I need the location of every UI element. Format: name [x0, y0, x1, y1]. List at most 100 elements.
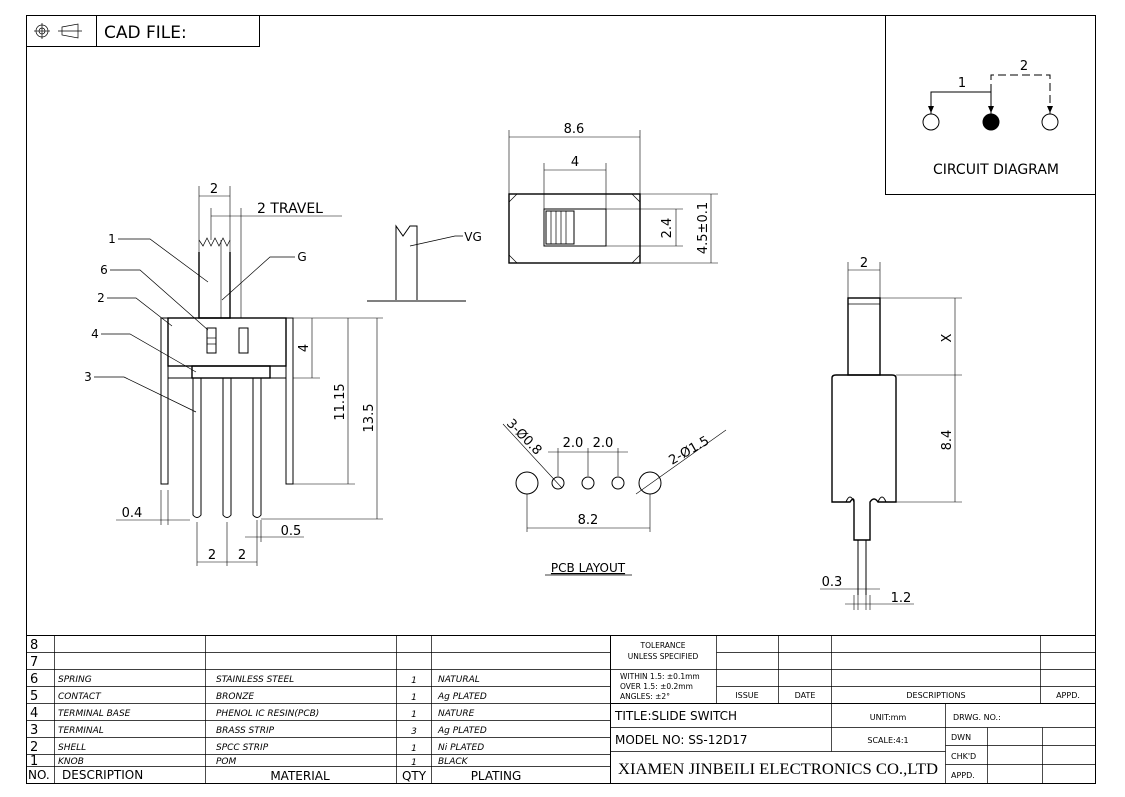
cad-file-label: CAD FILE:: [104, 23, 187, 43]
bom-header-qty: QTY: [402, 769, 427, 783]
bom-row-2-no: 2: [30, 740, 38, 755]
pcb-pitch-a: 2.0: [563, 436, 584, 451]
bom-row: 5 CONTACT BRONZE 1 Ag PLATED: [30, 689, 487, 704]
bom-header-material: MATERIAL: [270, 769, 330, 783]
bom-row-6-plating: NATURAL: [438, 675, 480, 685]
bom-row-5-no: 5: [30, 689, 38, 704]
dim-top-4: 4: [571, 155, 579, 170]
bom-row: 2 SHELL SPCC STRIP 1 Ni PLATED: [30, 740, 484, 755]
dim-8-6: 8.6: [564, 122, 585, 137]
pcb-pin-hole-1: [551, 476, 565, 490]
bom-row-6-description: SPRING: [58, 675, 92, 685]
bom-header-description: DESCRIPTION: [62, 768, 143, 782]
dim-13-5: 13.5: [362, 404, 377, 433]
bom-row-3-qty: 3: [411, 727, 417, 737]
bom-row-5-material: BRONZE: [216, 692, 254, 702]
issue-header: ISSUE: [735, 691, 758, 700]
bom-row-2-qty: 1: [411, 744, 417, 754]
scale-label: SCALE:4:1: [867, 736, 908, 745]
side-view: 2 2 TRAVEL 1 6 2 4 3 G: [84, 182, 482, 566]
appd-label: APPD.: [951, 771, 975, 780]
circuit-terminal-right: [1041, 113, 1059, 131]
end-view: 2 X 8.4 0.3 1.2: [820, 256, 962, 610]
dim-travel: 2 TRAVEL: [257, 201, 323, 217]
bom-row-1-qty: 1: [411, 758, 417, 768]
pcb-hole-small: 3-Ø0.8: [503, 416, 544, 458]
drawing-number: DRWG. NO.:: [953, 713, 1001, 722]
label-vg: VG: [464, 230, 482, 244]
dim-knob-width: 2: [210, 182, 218, 197]
pcb-pin-hole-2: [581, 476, 595, 490]
title-block: TOLERANCE UNLESS SPECIFIED WITHIN 1.5: ±…: [610, 635, 1096, 784]
tolerance-line-2: OVER 1.5: ±0.2mm: [620, 682, 693, 691]
dim-end-2: 2: [860, 256, 868, 271]
pcb-pitch-b: 2.0: [593, 436, 614, 451]
bom-row: 6 SPRING STAINLESS STEEL 1 NATURAL: [30, 672, 480, 687]
pcb-span: 8.2: [578, 513, 599, 528]
dim-pitch-a: 2: [208, 548, 216, 563]
bom-row-4-description: TERMINAL BASE: [58, 709, 131, 719]
tolerance-line-3: ANGLES: ±2°: [620, 692, 670, 701]
dim-end-1-2: 1.2: [891, 591, 912, 606]
bom-header: NO. DESCRIPTION MATERIAL QTY PLATING: [28, 768, 521, 783]
bom-row-4-material: PHENOL IC RESIN(PCB): [216, 709, 319, 719]
bom-row-1-description: KNOB: [58, 757, 84, 767]
dim-2-4: 2.4: [660, 218, 675, 239]
bom-row-8-no: 8: [30, 638, 38, 653]
label-g: G: [297, 250, 306, 264]
bom-row: 8: [30, 638, 38, 653]
bom-row-6-material: STAINLESS STEEL: [216, 675, 294, 685]
sheet-border: [26, 15, 1096, 784]
bom-header-plating: PLATING: [471, 769, 522, 783]
dim-end-8-4: 8.4: [940, 430, 955, 451]
bom-header-no: NO.: [28, 768, 50, 782]
unit-label: UNIT:mm: [870, 713, 907, 722]
tolerance-title-2: UNLESS SPECIFIED: [628, 652, 699, 661]
top-view: 8.6 4 2.4 4.5±0.1: [508, 122, 718, 264]
chkd-label: CHK'D: [951, 752, 976, 761]
bom-row: 1 KNOB POM 1 BLACK: [30, 754, 469, 769]
drawing-title: TITLE:SLIDE SWITCH: [614, 709, 737, 723]
dim-11-15: 11.15: [333, 383, 348, 420]
bom-row-6-no: 6: [30, 672, 38, 687]
bom-row-3-material: BRASS STRIP: [216, 726, 275, 736]
bom-row-4-plating: NATURE: [438, 709, 475, 719]
pcb-layout: 2.0 2.0 3-Ø0.8 2-Ø1.5 8.2 PCB LAYOUT: [502, 416, 727, 576]
bom-row-2-plating: Ni PLATED: [438, 743, 484, 753]
company-name: XIAMEN JINBEILI ELECTRONICS CO.,LTD: [618, 761, 938, 778]
bom-row-5-description: CONTACT: [58, 692, 102, 702]
bom-row: 4 TERMINAL BASE PHENOL IC RESIN(PCB) 1 N…: [30, 706, 475, 721]
dim-end-x: X: [940, 333, 955, 342]
callout-4: 4: [91, 327, 99, 341]
circuit-position-2: 2: [1020, 59, 1028, 74]
dim-4-5: 4.5±0.1: [696, 202, 711, 254]
bom-row-3-plating: Ag PLATED: [437, 726, 487, 736]
third-angle-projection-icon: [34, 23, 82, 39]
cad-file-header: CAD FILE:: [26, 15, 260, 47]
bom-row-1-material: POM: [216, 757, 237, 767]
bom-row: 3 TERMINAL BRASS STRIP 3 Ag PLATED: [30, 723, 487, 738]
callout-1: 1: [108, 232, 116, 246]
model-number: MODEL NO: SS-12D17: [615, 733, 748, 747]
bom-row-1-plating: BLACK: [438, 757, 469, 767]
bom-row-6-qty: 1: [411, 676, 417, 686]
bom-row-5-qty: 1: [411, 693, 417, 703]
date-header: DATE: [795, 691, 816, 700]
pcb-layout-title: PCB LAYOUT: [551, 561, 626, 575]
pcb-mount-hole-right: [638, 471, 662, 495]
circuit-terminal-left: [922, 113, 940, 131]
bom-row-4-qty: 1: [411, 710, 417, 720]
bom-row-2-description: SHELL: [58, 743, 86, 753]
descriptions-header: DESCRIPTIONS: [906, 691, 965, 700]
bom-table: 8 7 6 SPRING STAINLESS STEEL 1 NATURAL 5…: [26, 635, 1096, 784]
circuit-diagram: 1 2 CIRCUIT DIAGRAM: [885, 15, 1096, 195]
callout-3: 3: [84, 370, 92, 384]
bom-row-4-no: 4: [30, 706, 38, 721]
callout-6: 6: [100, 263, 108, 277]
tolerance-line-1: WITHIN 1.5: ±0.1mm: [620, 672, 700, 681]
dim-0-4: 0.4: [122, 506, 143, 521]
appd-column-header: APPD.: [1056, 691, 1080, 700]
bom-row-1-no: 1: [30, 754, 38, 769]
dim-4-height: 4: [297, 344, 312, 352]
bom-row-7-no: 7: [30, 655, 38, 670]
